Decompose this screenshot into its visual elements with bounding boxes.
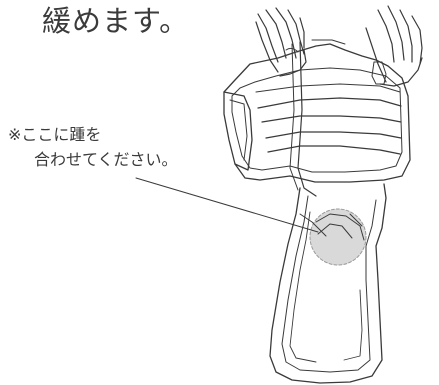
step-heading: 緩めます。 <box>42 4 190 38</box>
heel-position-marker <box>309 208 367 266</box>
left-hand <box>255 7 307 77</box>
heel-callout-text: ※ここに踵を 合わせてください。 <box>8 122 178 172</box>
lower-sock <box>269 183 387 384</box>
callout-leader-line <box>135 177 319 233</box>
callout-line-1: ※ここに踵を <box>8 125 102 144</box>
upper-cuff <box>223 43 411 183</box>
callout-line-2: 合わせてください。 <box>34 150 178 169</box>
right-hand <box>365 5 423 87</box>
